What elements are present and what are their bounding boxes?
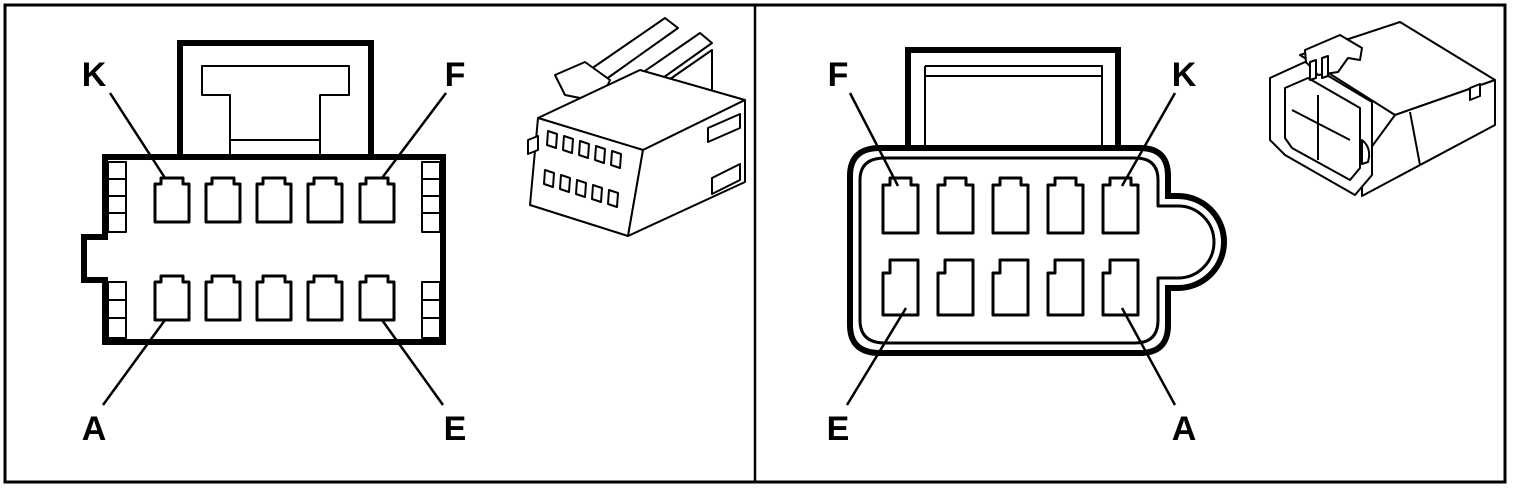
- pin-cavity: [204, 274, 242, 322]
- pin-cavity: [306, 176, 344, 224]
- pin-cavity: [1046, 258, 1085, 317]
- pin-label-bottom-left: A: [82, 410, 107, 448]
- left-panel: K F A E: [81, 17, 746, 448]
- leader-line: [1120, 307, 1177, 406]
- leader-line: [381, 92, 447, 179]
- pin-cavity: [881, 258, 920, 317]
- pin-cavity: [881, 176, 920, 235]
- pin-cavity: [204, 176, 242, 224]
- pin-cavity: [153, 176, 191, 224]
- leader-line: [108, 92, 167, 179]
- right-connector-outer: [847, 145, 1227, 356]
- pin-label-top-left: F: [828, 56, 849, 94]
- right-cavity-grid: [881, 176, 1140, 317]
- leader-line: [380, 319, 445, 406]
- pin-label-top-right: F: [445, 56, 466, 94]
- left-cavity-grid: [153, 176, 396, 322]
- right-latch: [905, 47, 1121, 150]
- left-side-ribs: [107, 161, 441, 339]
- pin-label-top-right: K: [1172, 56, 1197, 94]
- leader-line: [1120, 92, 1177, 187]
- pin-label-top-left: K: [82, 56, 107, 94]
- right-panel: F K E A: [827, 21, 1496, 448]
- pin-cavity: [936, 258, 975, 317]
- pin-cavity: [255, 274, 293, 322]
- leader-line: [848, 92, 900, 187]
- leader-line: [101, 319, 167, 406]
- pin-cavity: [1101, 176, 1140, 235]
- pin-cavity: [255, 176, 293, 224]
- pin-cavity: [358, 176, 396, 224]
- pin-cavity: [153, 274, 191, 322]
- left-connector-body: [81, 154, 446, 345]
- pin-cavity: [358, 274, 396, 322]
- pin-cavity: [991, 258, 1030, 317]
- pin-label-bottom-left: E: [827, 410, 850, 448]
- left-isometric-connector: [527, 17, 746, 237]
- right-isometric-connector: [1269, 21, 1496, 197]
- right-connector-inner: [858, 156, 1216, 345]
- pin-cavity: [936, 176, 975, 235]
- pin-cavity: [1101, 258, 1140, 317]
- pin-label-bottom-right: E: [444, 410, 467, 448]
- pin-cavity: [1046, 176, 1085, 235]
- pin-cavity: [306, 274, 344, 322]
- leader-line: [845, 307, 908, 406]
- pin-label-bottom-right: A: [1172, 410, 1197, 448]
- pin-cavity: [991, 176, 1030, 235]
